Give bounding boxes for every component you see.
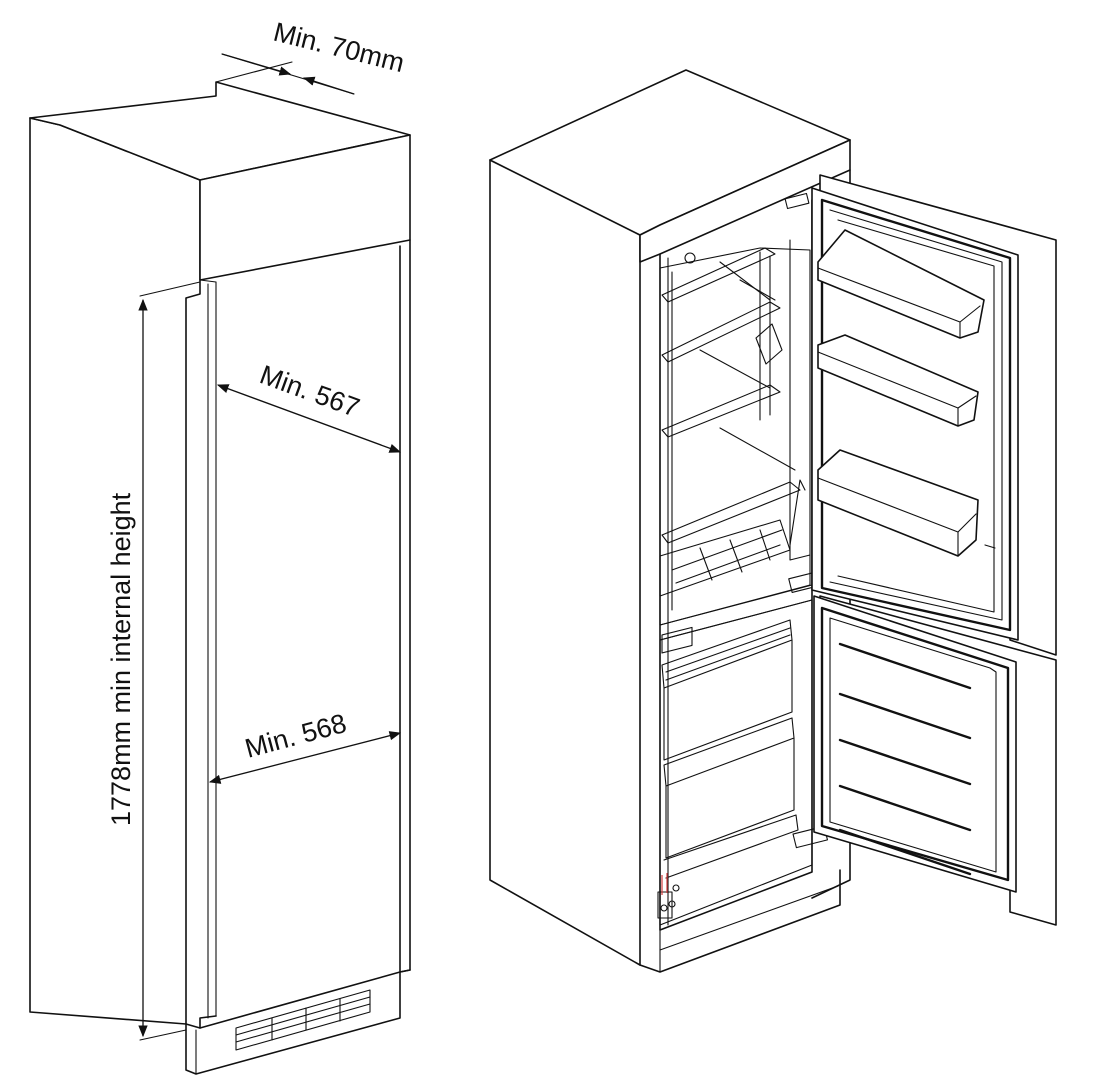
label-internal-height: 1778mm min internal height [106,492,136,826]
door-balcony [817,449,979,557]
dimension-internal-height: 1778mm min internal height [106,298,148,1038]
label-upper-width: Min. 567 [256,359,364,423]
door-rib [838,692,972,740]
label-top-clearance: Min. 70mm [271,17,408,78]
door-rib [838,784,972,832]
glass-shelf [661,279,781,363]
dimension-lower-width: Min. 568 [208,708,402,784]
dimension-top-clearance: Min. 70mm [215,17,408,95]
freezer-compartment [657,599,813,926]
glass-shelf [661,247,776,303]
ventilation-grille-icon [235,989,371,1051]
door-rib [838,642,972,690]
freezer-door [813,595,1057,926]
dimension-upper-width: Min. 567 [216,359,402,453]
housing-side-panel [489,159,641,966]
fridge-freezer-illustration [489,69,1057,973]
freezer-drawer [661,619,793,761]
glass-shelf [661,349,781,438]
fridge-door [811,174,1057,656]
freezer-drawer [663,717,795,859]
door-balcony [817,229,985,339]
control-panel [755,323,783,365]
glass-shelf [661,427,801,544]
door-rib [838,738,972,786]
fridge-compartment [659,239,811,626]
cabinet-niche [29,81,411,1075]
crisper-drawer [659,519,791,597]
door-rib [838,828,972,876]
door-balcony [817,334,979,427]
label-lower-width: Min. 568 [242,708,350,764]
